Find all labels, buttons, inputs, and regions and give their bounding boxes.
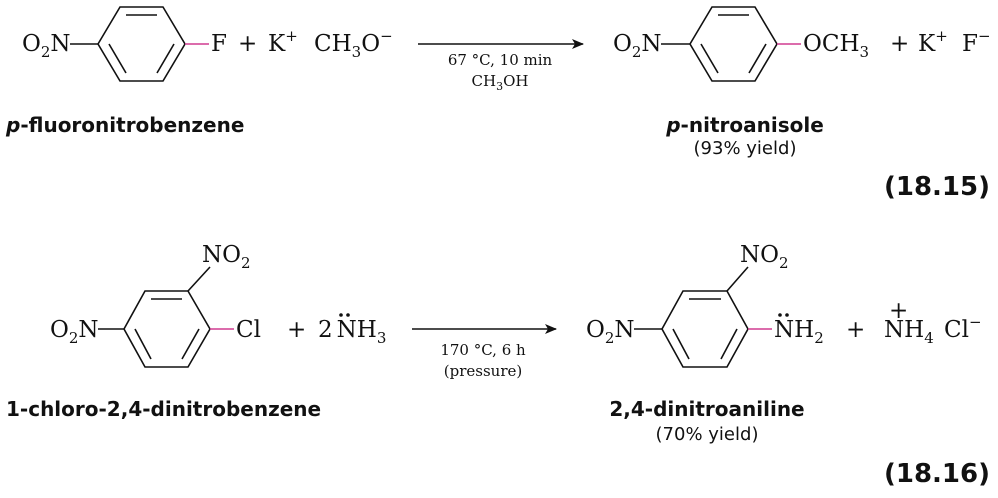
product-name: p-nitroanisole [665,113,824,137]
nitro-group-label: O2N [22,31,71,61]
reactant-p-fluoronitrobenzene: O2N F [22,6,227,82]
reaction-18-15: O2N F + K+ CH3O− 67 °C, 10 min CH3OH O2N [5,6,991,202]
chlorine-atom: Cl [236,317,261,343]
ammonium-chloride: + NH4 Cl− [884,298,982,347]
para-nitro-group-label: O2N [586,317,635,347]
ammonium-ion: NH4 [884,317,934,347]
plus-sign: + [890,31,909,57]
amino-group: NH2 [774,317,824,347]
product-2-4-dinitroaniline: NO2 O2N NH2 [586,242,824,368]
conditions-pressure: (pressure) [444,362,522,380]
para-nitro-group-label: O2N [50,317,99,347]
conditions-solvent: CH3OH [472,72,529,93]
reactant-name: 1-chloro-2,4-dinitrobenzene [6,397,321,421]
methoxide-ion: CH3O− [314,27,393,61]
equation-number: (18.15) [884,172,990,202]
chloride-ion: Cl− [944,313,982,343]
conditions-temperature-time: 170 °C, 6 h [440,341,526,359]
fluorine-atom: F [211,31,227,57]
product-name: 2,4-dinitroaniline [609,397,804,421]
c-no2-bond [726,266,749,292]
product-p-nitroanisole: O2N OCH3 [613,6,869,82]
reactant-name: p-fluoronitrobenzene [5,113,244,137]
nitro-group-label: O2N [613,31,662,61]
reactant-1-chloro-2-4-dinitrobenzene: NO2 O2N Cl [50,242,261,368]
benzene-ring-icon [123,290,211,368]
plus-sign: + [287,317,306,343]
fluoride-ion: F− [962,27,991,57]
equation-number: (18.16) [884,459,990,489]
ortho-nitro-group-label: NO2 [740,242,789,272]
benzene-ring-icon [97,6,186,82]
lone-pair-dots-icon [339,313,350,317]
ortho-nitro-group-label: NO2 [202,242,251,272]
plus-sign: + [238,31,257,57]
conditions-temperature-time: 67 °C, 10 min [448,51,553,69]
potassium-ion: K+ [268,27,298,57]
product-yield: (70% yield) [656,424,759,445]
c-no2-bond [187,266,211,292]
methoxy-group: OCH3 [803,31,869,61]
lone-pair-dots-icon [778,313,789,317]
benzene-ring-icon [661,290,749,368]
ammonium-charge: + [889,298,908,324]
benzene-ring-icon [689,6,778,82]
product-yield: (93% yield) [694,138,797,159]
potassium-ion: K+ [918,27,948,57]
plus-sign: + [846,317,865,343]
